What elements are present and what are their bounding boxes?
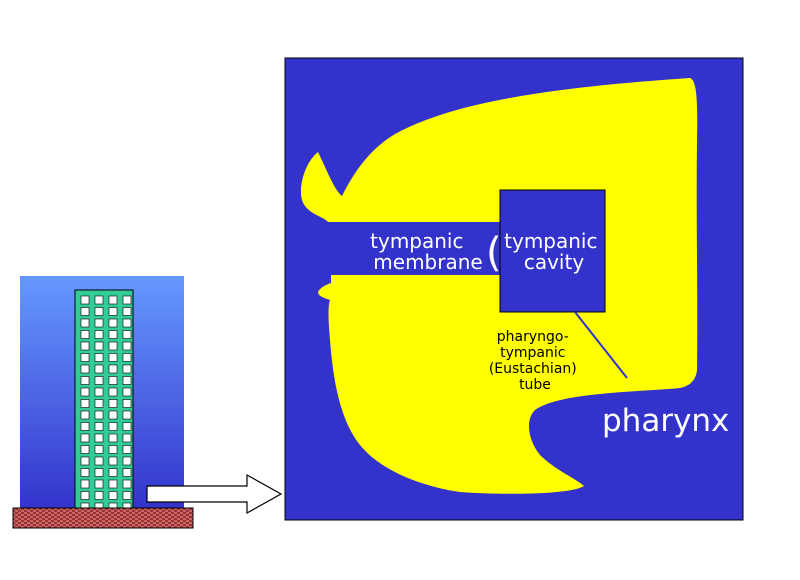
building-window: [94, 341, 104, 351]
building-window: [122, 445, 132, 454]
building-window: [108, 445, 118, 454]
building-window: [122, 433, 132, 443]
building-window: [108, 433, 118, 443]
pharynx-label: pharynx: [602, 403, 729, 439]
building-window: [94, 479, 104, 489]
building-window: [108, 422, 118, 431]
tympanic-cavity-label: tympanic cavity: [504, 229, 604, 274]
building-window: [94, 295, 104, 305]
building-window: [122, 318, 132, 328]
tympanic-membrane-label: tympanic membrane: [370, 229, 483, 274]
building-window: [94, 318, 104, 328]
building-window: [108, 318, 118, 328]
building-window: [94, 330, 104, 339]
building-window: [108, 341, 118, 351]
building-window: [122, 295, 132, 305]
building-window: [80, 353, 90, 362]
building-window: [80, 295, 90, 305]
building-window: [94, 456, 104, 466]
building-window: [122, 376, 132, 385]
building-window: [94, 445, 104, 454]
building-window: [122, 422, 132, 431]
building-window: [80, 364, 90, 374]
building-window: [108, 364, 118, 374]
building-window: [122, 491, 132, 500]
building-window: [122, 456, 132, 466]
building-window: [94, 353, 104, 362]
eustachian-tube-line: [574, 311, 628, 379]
building-window: [108, 330, 118, 339]
building-windows: [80, 295, 132, 512]
building-window: [108, 387, 118, 397]
building-window: [108, 468, 118, 477]
building-window: [80, 456, 90, 466]
building-window: [94, 422, 104, 431]
building-window: [80, 445, 90, 454]
building-window: [94, 307, 104, 316]
building-window: [108, 295, 118, 305]
building-window: [122, 341, 132, 351]
building-window: [122, 353, 132, 362]
building-window: [80, 307, 90, 316]
building-window: [80, 433, 90, 443]
building-window: [94, 376, 104, 385]
building-window: [94, 468, 104, 477]
building-window: [80, 479, 90, 489]
building-window: [80, 330, 90, 339]
arrow-right-icon: [146, 473, 283, 515]
building-window: [108, 491, 118, 500]
building-window: [80, 422, 90, 431]
building-window: [80, 468, 90, 477]
building-window: [94, 387, 104, 397]
eustachian-tube-label: pharyngo- tympanic (Eustachian) tube: [489, 329, 581, 393]
building-window: [108, 479, 118, 489]
building-window: [80, 341, 90, 351]
building-window: [94, 410, 104, 420]
building-window: [108, 353, 118, 362]
building-window: [80, 318, 90, 328]
building-window: [122, 387, 132, 397]
building-ground: [12, 507, 194, 529]
building-icon: [12, 276, 194, 529]
building-window: [108, 399, 118, 408]
building-window: [122, 410, 132, 420]
building-window: [80, 376, 90, 385]
building-window: [122, 399, 132, 408]
membrane-bracket: (: [486, 230, 502, 276]
building-window: [122, 330, 132, 339]
building-window: [94, 433, 104, 443]
building-window: [80, 410, 90, 420]
building-window: [108, 456, 118, 466]
building-window: [122, 468, 132, 477]
building-window: [94, 364, 104, 374]
building-window: [80, 387, 90, 397]
building-window: [94, 399, 104, 408]
ear-region-shape: [300, 78, 698, 494]
building-window: [122, 364, 132, 374]
building-window: [94, 491, 104, 500]
building-window: [122, 307, 132, 316]
building-window: [108, 376, 118, 385]
tympanic-cavity-box: [499, 189, 606, 313]
building-window: [80, 491, 90, 500]
building-window: [122, 479, 132, 489]
building-window: [108, 410, 118, 420]
building-window: [108, 307, 118, 316]
building-window: [80, 399, 90, 408]
